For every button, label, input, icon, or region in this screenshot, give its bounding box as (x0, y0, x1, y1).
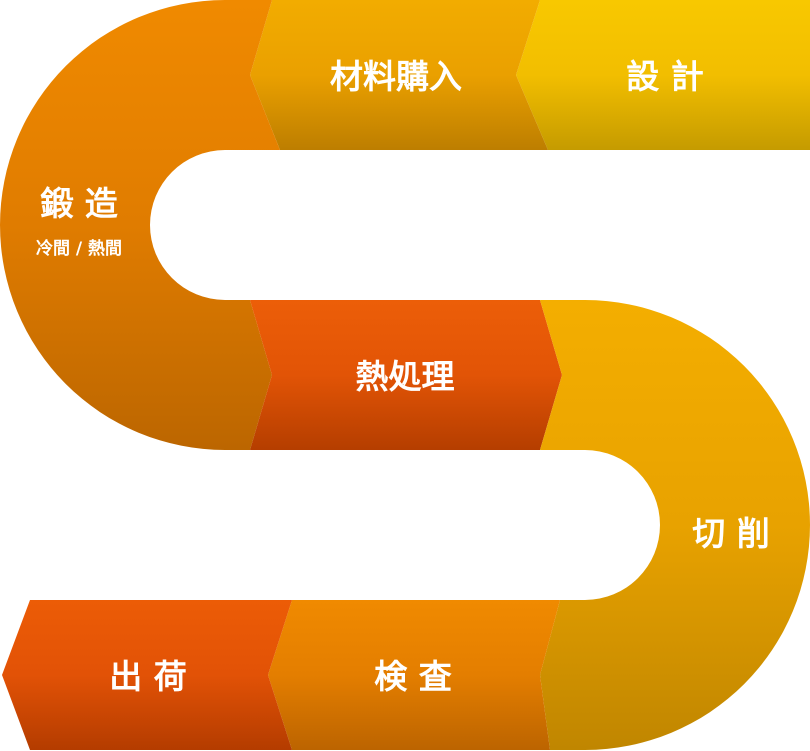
step-material-shape (250, 0, 548, 150)
step-inspection-label: 検 査 (374, 657, 452, 696)
step-shipping-label: 出 荷 (109, 657, 187, 696)
step-design-shape (516, 0, 810, 150)
step-forging-sublabel: 冷間 / 熱間 (36, 238, 122, 259)
step-heat-treatment-label: 熱処理 (356, 357, 455, 396)
step-forging-label: 鍛 造 (40, 184, 118, 223)
step-inspection-shape (268, 600, 560, 750)
step-heat-treatment-shape (250, 300, 562, 450)
step-design-label: 設 計 (626, 57, 704, 96)
step-forging-shape (0, 0, 280, 450)
step-cutting-label: 切 削 (692, 514, 770, 553)
step-shipping-shape (2, 600, 292, 750)
step-cutting-shape (540, 300, 810, 750)
step-material-label: 材料購入 (330, 57, 462, 96)
